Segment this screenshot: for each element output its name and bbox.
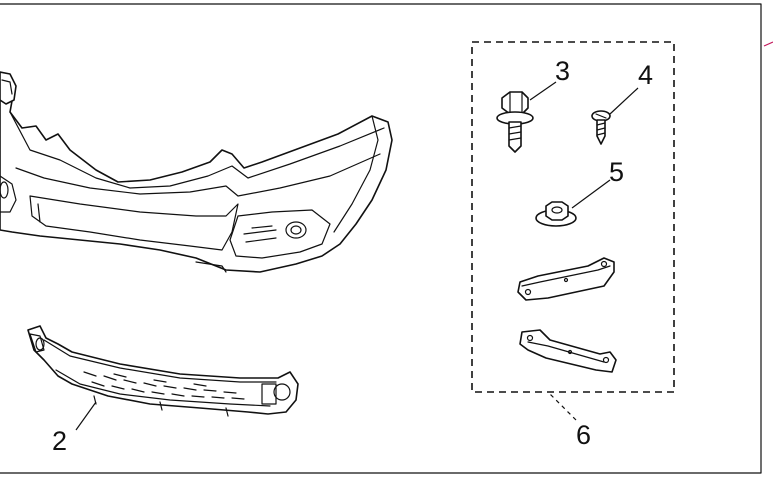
lower-grille <box>27 325 299 417</box>
diagram-frame <box>0 3 762 474</box>
callout-6: 6 <box>576 420 591 450</box>
callout-4: 4 <box>638 60 653 90</box>
tapping-screw <box>591 110 611 145</box>
leader-6 <box>547 391 577 421</box>
leader-2 <box>75 401 97 431</box>
leader-3 <box>529 81 557 101</box>
lower-mounting-bracket <box>519 329 617 373</box>
corner-mark <box>763 41 773 47</box>
leader-4 <box>609 87 639 115</box>
callout-2: 2 <box>52 426 67 456</box>
front-bumper-cover <box>0 71 393 273</box>
callout-3: 3 <box>555 56 570 86</box>
flange-bolt <box>496 91 534 153</box>
hardware-kit-box <box>471 41 675 393</box>
grille-slots <box>83 371 245 400</box>
leader-5 <box>571 179 611 209</box>
upper-mounting-bracket <box>517 257 615 301</box>
callout-5: 5 <box>609 157 624 187</box>
flange-nut <box>535 201 577 227</box>
